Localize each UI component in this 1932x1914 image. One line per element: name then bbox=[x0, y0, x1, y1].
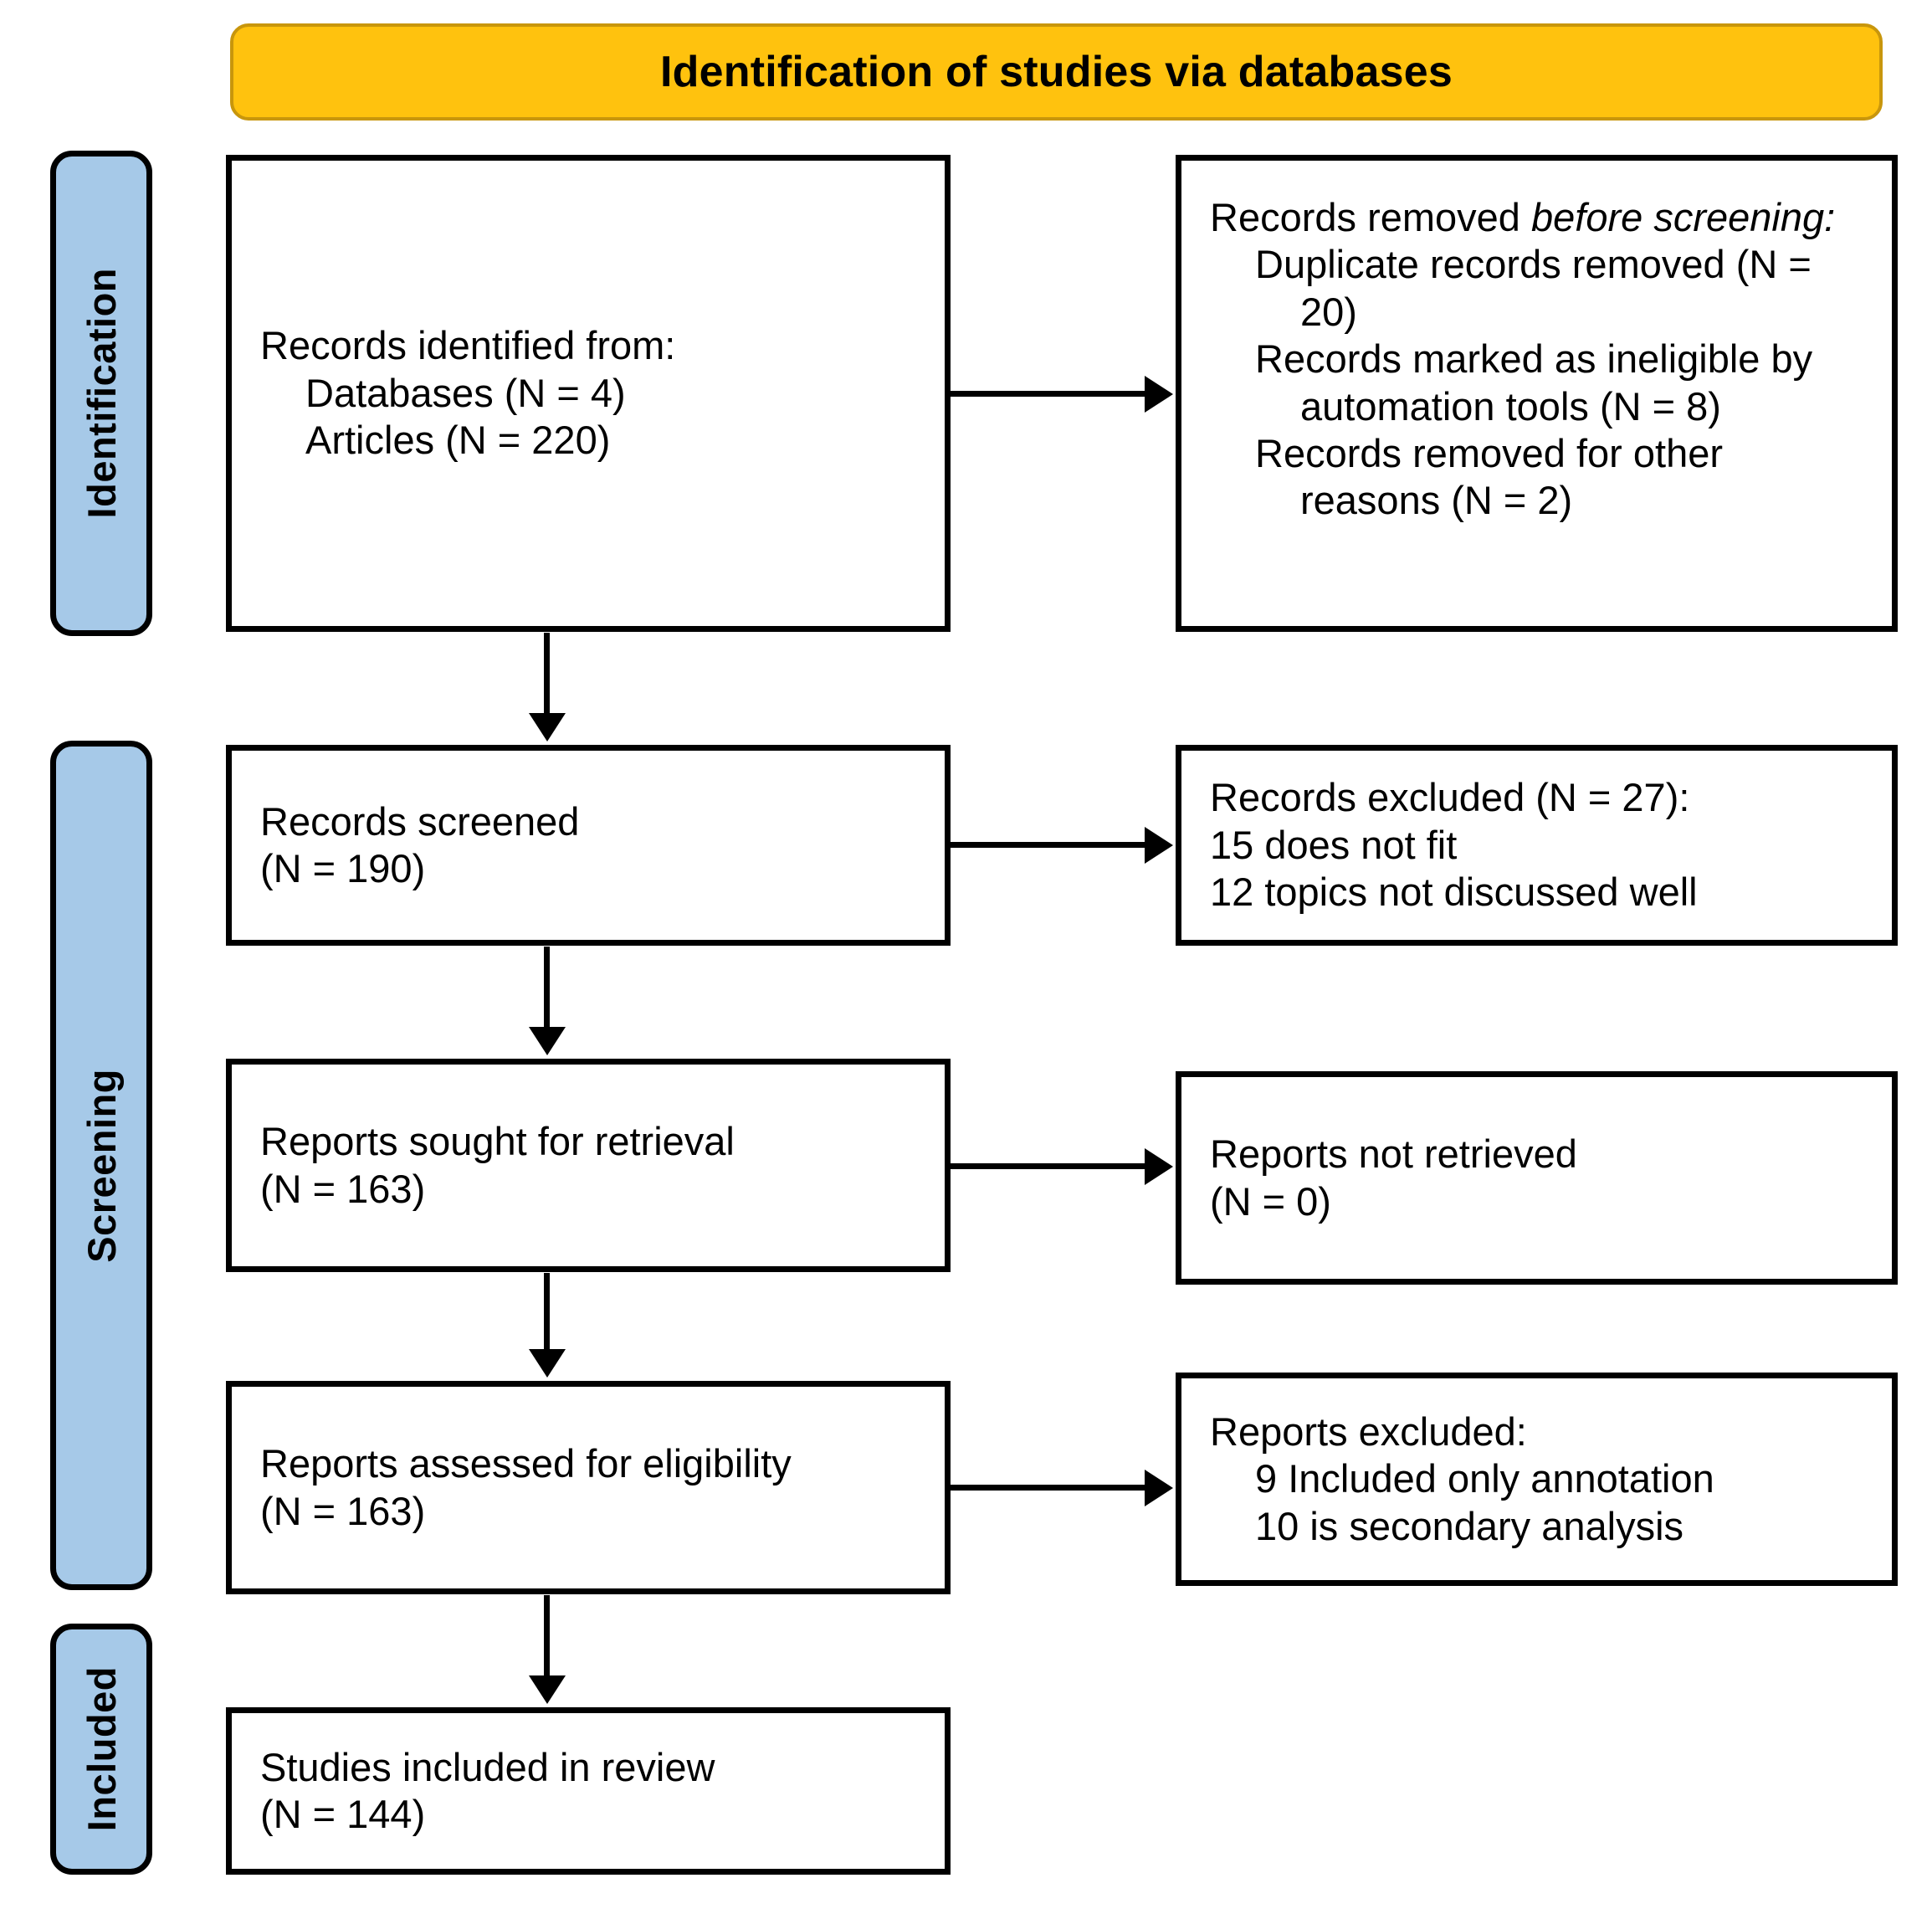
records-removed-item-other: Records removed for other reasons (N = 2… bbox=[1255, 430, 1724, 523]
reports-excluded-line3: 10 is secondary analysis bbox=[1255, 1503, 1684, 1548]
arrow-identified-to-removed bbox=[951, 391, 1148, 397]
stage-label-screening-text: Screening bbox=[79, 1068, 124, 1263]
box-reports-excluded: Reports excluded: 9 Included only annota… bbox=[1176, 1373, 1898, 1586]
records-removed-item-automation: Records marked as ineligible by automati… bbox=[1255, 336, 1813, 428]
records-identified-articles: Articles (N = 220) bbox=[305, 418, 611, 463]
records-removed-item-duplicates: Duplicate records removed (N = 20) bbox=[1255, 242, 1812, 334]
records-removed-lead-plain: Records removed bbox=[1210, 195, 1531, 239]
arrow-assessed-to-excluded bbox=[951, 1485, 1148, 1491]
box-studies-included: Studies included in review (N = 144) bbox=[226, 1707, 951, 1875]
arrow-sought-to-assessed bbox=[544, 1273, 550, 1352]
box-reports-not-retrieved: Reports not retrieved (N = 0) bbox=[1176, 1071, 1898, 1285]
stage-label-screening: Screening bbox=[50, 741, 152, 1590]
records-screened-line1: Records screened bbox=[260, 798, 580, 844]
records-removed-lead: Records removed before screening: bbox=[1210, 194, 1863, 241]
arrow-identified-to-screened bbox=[544, 633, 550, 716]
reports-sought-line1: Reports sought for retrieval bbox=[260, 1119, 735, 1164]
reports-not-retrieved-line1: Reports not retrieved bbox=[1210, 1131, 1577, 1177]
studies-included-line2: (N = 144) bbox=[260, 1792, 426, 1836]
stage-label-identification-text: Identification bbox=[79, 268, 124, 519]
box-reports-assessed: Reports assessed for eligibility (N = 16… bbox=[226, 1381, 951, 1594]
arrow-assessed-to-included bbox=[544, 1595, 550, 1679]
reports-assessed-line1: Reports assessed for eligibility bbox=[260, 1441, 792, 1486]
records-removed-lead-colon: : bbox=[1824, 195, 1836, 239]
stage-label-included: Included bbox=[50, 1624, 152, 1875]
reports-assessed-line2: (N = 163) bbox=[260, 1488, 426, 1533]
records-identified-databases: Databases (N = 4) bbox=[305, 370, 626, 415]
arrow-sought-to-not-retrieved bbox=[951, 1163, 1148, 1169]
diagram-title: Identification of studies via databases bbox=[660, 48, 1453, 96]
records-removed-lead-italic: before screening bbox=[1531, 195, 1825, 239]
arrow-screened-to-excluded bbox=[951, 842, 1148, 848]
reports-excluded-line1: Reports excluded: bbox=[1210, 1409, 1527, 1454]
diagram-header-banner: Identification of studies via databases bbox=[230, 23, 1883, 121]
box-reports-sought: Reports sought for retrieval (N = 163) bbox=[226, 1059, 951, 1272]
reports-not-retrieved-line2: (N = 0) bbox=[1210, 1178, 1331, 1224]
box-records-identified: Records identified from: Databases (N = … bbox=[226, 155, 951, 632]
records-excluded-line2: 15 does not fit bbox=[1210, 822, 1458, 867]
arrow-screened-to-sought bbox=[544, 947, 550, 1030]
studies-included-line1: Studies included in review bbox=[260, 1744, 715, 1789]
box-records-screened: Records screened (N = 190) bbox=[226, 745, 951, 946]
records-excluded-line1: Records excluded (N = 27): bbox=[1210, 775, 1690, 820]
reports-sought-line2: (N = 163) bbox=[260, 1166, 426, 1211]
box-records-removed-before-screening: Records removed before screening: Duplic… bbox=[1176, 155, 1898, 632]
reports-excluded-line2: 9 Included only annotation bbox=[1255, 1456, 1714, 1501]
records-excluded-line3: 12 topics not discussed well bbox=[1210, 870, 1698, 915]
box-records-excluded: Records excluded (N = 27): 15 does not f… bbox=[1176, 745, 1898, 946]
stage-label-included-text: Included bbox=[79, 1666, 124, 1832]
stage-label-identification: Identification bbox=[50, 151, 152, 636]
records-screened-line2: (N = 190) bbox=[260, 846, 426, 890]
records-identified-line1: Records identified from: bbox=[260, 323, 676, 368]
